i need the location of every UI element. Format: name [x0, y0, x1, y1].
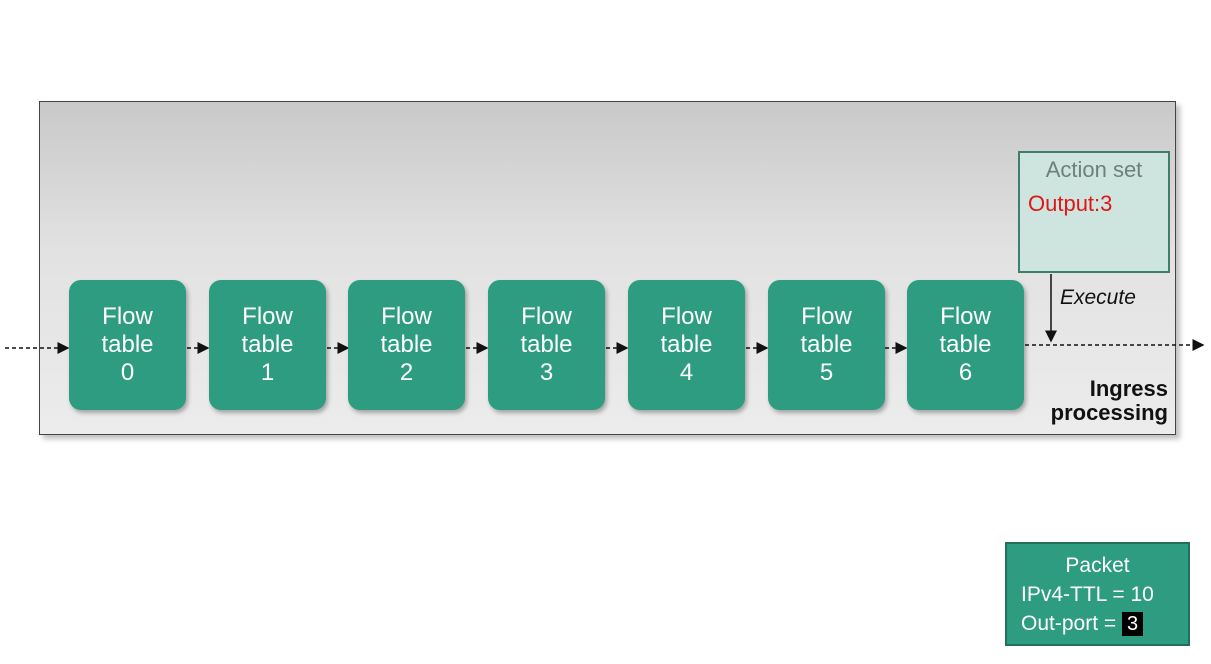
- flow-table-6: Flow table 6: [907, 280, 1024, 410]
- flow-table-label-line1: Flow: [661, 303, 712, 330]
- action-set-box: Action set Output:3: [1018, 151, 1170, 273]
- flow-table-5: Flow table 5: [768, 280, 885, 410]
- packet-title: Packet: [1065, 554, 1130, 577]
- flow-table-label-line2: table: [380, 331, 433, 358]
- action-set-title: Action set: [1045, 157, 1143, 182]
- flow-table-label-line2: table: [660, 331, 713, 358]
- flow-table-label-line1: Flow: [521, 303, 572, 330]
- flow-table-label-line1: Flow: [102, 303, 153, 330]
- flow-table-1: Flow table 1: [209, 280, 326, 410]
- flow-table-2: Flow table 2: [348, 280, 465, 410]
- flow-table-label-line2: table: [520, 331, 573, 358]
- flow-table-label-line2: table: [939, 331, 992, 358]
- packet-port-label: Out-port =: [1021, 612, 1117, 635]
- packet-box: Packet IPv4-TTL = 10 Out-port = 3: [1005, 542, 1190, 646]
- packet-port-line: Out-port = 3: [1007, 609, 1188, 638]
- ingress-label-line1: Ingress: [1089, 376, 1168, 401]
- flow-table-index: 6: [958, 359, 973, 386]
- flow-table-index: 1: [260, 359, 275, 386]
- flow-table-4: Flow table 4: [628, 280, 745, 410]
- packet-port-value: 3: [1121, 612, 1144, 636]
- ingress-label-line2: processing: [1050, 400, 1168, 425]
- action-set-value: Output:3: [1028, 191, 1113, 216]
- flow-table-index: 0: [120, 359, 135, 386]
- flow-table-index: 2: [399, 359, 414, 386]
- execute-label: Execute: [1060, 286, 1136, 309]
- flow-table-label-line2: table: [241, 331, 294, 358]
- flow-table-index: 5: [819, 359, 834, 386]
- flow-table-index: 3: [539, 359, 554, 386]
- flow-table-index: 4: [679, 359, 694, 386]
- flow-table-label-line1: Flow: [381, 303, 432, 330]
- flow-table-label-line1: Flow: [801, 303, 852, 330]
- flow-table-label-line1: Flow: [940, 303, 991, 330]
- ingress-processing-label: Ingress processing: [1051, 377, 1168, 425]
- flow-table-label-line2: table: [800, 331, 853, 358]
- flow-table-3: Flow table 3: [488, 280, 605, 410]
- flow-table-label-line1: Flow: [242, 303, 293, 330]
- packet-ttl-line: IPv4-TTL = 10: [1021, 583, 1154, 606]
- flow-table-0: Flow table 0: [69, 280, 186, 410]
- flow-table-label-line2: table: [101, 331, 154, 358]
